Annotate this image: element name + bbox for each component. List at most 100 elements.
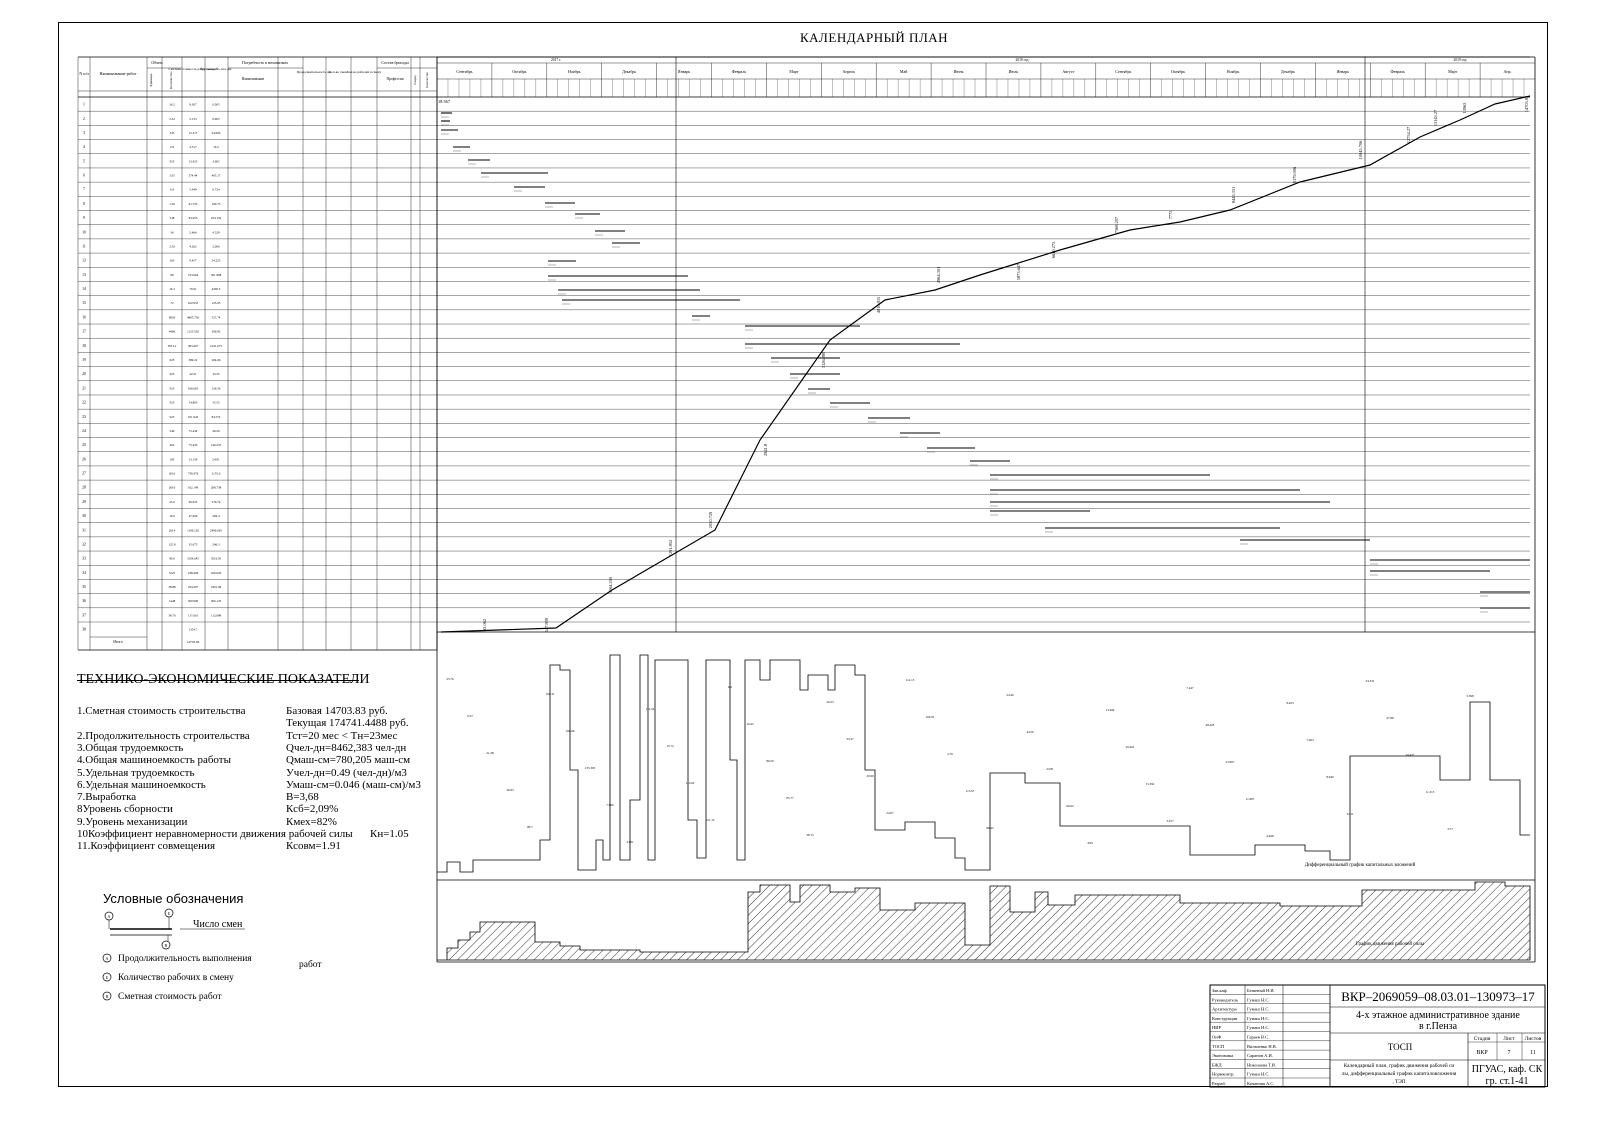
header-volume: Объем	[151, 60, 163, 65]
row-qty: 2.9	[170, 145, 174, 149]
stamp-role: Архитектура	[1212, 1007, 1237, 1012]
cashflow-value-label: 54.331	[1366, 679, 1375, 683]
stamp-name: Бешеный Н.И.	[1247, 988, 1275, 993]
cashflow-value-label: 44.59	[1026, 730, 1034, 734]
cashflow-value-label: 29.477	[1406, 753, 1415, 757]
row-number: 18	[82, 344, 86, 348]
month-label: Февраль	[1391, 69, 1406, 74]
stamp-org: ПГУАС, каф. СК	[1472, 1064, 1543, 1075]
stamp-group: гр. ст.1-41	[1486, 1076, 1529, 1087]
row-labor: 1041.675	[210, 344, 222, 348]
row-labor: 266.4	[212, 514, 220, 518]
row-qty: 335	[170, 131, 175, 135]
row-cost: 35.675	[189, 542, 198, 546]
row-cost: 560.900	[188, 599, 199, 603]
legend-marker-b-text: Б	[168, 911, 171, 916]
row-labor: 35.55	[212, 401, 220, 405]
row-qty: 925	[170, 401, 175, 405]
cashflow-value-label: 4.468	[1266, 834, 1274, 838]
stamp-role: БЖД	[1212, 1062, 1222, 1067]
cashflow-value-label: 47.88	[1386, 716, 1394, 720]
row-number: 28	[82, 486, 86, 490]
month-label: Январь	[1337, 69, 1349, 74]
stamp-project: 4-х этажное административное здание	[1356, 1010, 1520, 1021]
row-number: 36	[82, 599, 86, 603]
row-number: 8	[83, 202, 85, 206]
legend-title: Условные обозначения	[103, 891, 244, 906]
row-qty: 72	[170, 301, 174, 305]
row-number: 29	[82, 500, 86, 504]
cumulative-value-label: 8443.331	[1231, 187, 1236, 203]
row-cost: 389.22	[189, 358, 198, 362]
legend-item-marker-text: В	[106, 994, 109, 999]
stamp-name: Гумаш Н.С.	[1247, 1072, 1270, 1077]
row-labor: 0.005	[212, 117, 220, 121]
cashflow-value-label: 80.7	[527, 825, 533, 829]
stamp-sheets: 11	[1530, 1050, 1536, 1056]
stamp-name: Саранов А.И.	[1247, 1053, 1273, 1058]
row-cost: 4805.730	[187, 315, 199, 319]
row-qty: 3031.2	[168, 344, 177, 348]
row-labor: 3.005	[212, 159, 220, 163]
row-qty: 925	[170, 372, 175, 376]
stamp-sheet-title: , ТЭП	[1392, 1079, 1405, 1085]
row-labor: 301.908	[211, 273, 222, 277]
row-cost: 14.865	[189, 401, 198, 405]
row-labor: 16.5	[213, 145, 219, 149]
month-label: Октябрь	[512, 69, 526, 74]
row-number: 31	[82, 528, 86, 532]
month-label: Декабрь	[1281, 69, 1295, 74]
row-qty: 25.6	[169, 500, 175, 504]
row-number: 6	[83, 174, 85, 178]
year-label: 2017 г.	[551, 58, 561, 62]
tep-item-label: 4.Общая машиноемкость работы	[77, 754, 231, 767]
row-labor: 4.529	[212, 230, 220, 234]
month-label: Июнь	[954, 69, 964, 74]
row-labor: 126.56	[212, 386, 221, 390]
month-label: Май	[900, 69, 908, 74]
row-cost: 69.625	[189, 500, 198, 504]
header-work: Наименование работ	[99, 71, 136, 76]
row-number: 5	[83, 159, 85, 163]
cashflow-value-label: 7.247	[1186, 686, 1194, 690]
row-cost: 374.44	[189, 174, 198, 178]
stamp-role: Руководитель	[1212, 997, 1238, 1002]
cashflow-value-label: 11.315	[1426, 790, 1435, 794]
header-rank: Разряд	[413, 75, 417, 85]
stamp-role: НИР	[1212, 1025, 1221, 1030]
row-cost: 9.457	[189, 259, 197, 263]
cumulative-value-label: 63.062	[482, 619, 487, 631]
tep-item-label: 3.Общая трудоемкость	[77, 741, 184, 754]
row-labor: 2.006	[212, 244, 220, 248]
cashflow-value-label: 23.76	[446, 677, 454, 681]
header-machine-name: Наименование	[242, 77, 265, 81]
row-labor: 125.95	[212, 301, 221, 305]
row-number: 23	[82, 415, 86, 419]
cumulative-value-label: 18.567	[438, 99, 451, 104]
cashflow-value-label: 38.15	[806, 833, 814, 837]
cashflow-value-label: 23.967	[1226, 760, 1235, 764]
row-cost: 47.626	[189, 514, 198, 518]
row-labor: 34.225	[212, 259, 221, 263]
cumulative-value-label: 2050.729	[708, 511, 713, 528]
row-qty: 89	[170, 273, 174, 277]
stamp-role: Экономика	[1212, 1053, 1233, 1058]
cashflow-value-label: 100.91	[926, 715, 935, 719]
row-labor: 226.056	[211, 571, 222, 575]
stamp-location: в г.Пенза	[1419, 1021, 1458, 1032]
stamp-role: Конструкции	[1212, 1016, 1238, 1021]
cashflow-value-label: 24.46	[1006, 693, 1014, 697]
stamp-frame	[1209, 984, 1546, 1088]
month-label: Август	[1062, 69, 1074, 74]
stamp-role: ОиФ	[1212, 1035, 1222, 1040]
row-number: 2	[83, 117, 85, 121]
row-cost: 13.425	[189, 159, 198, 163]
stamp-name: Гумаш Н.С.	[1247, 1007, 1270, 1012]
row-cost: 4.262	[189, 244, 197, 248]
cashflow-value-label: 13.494	[1106, 708, 1115, 712]
month-label: Апр.	[1504, 69, 1512, 74]
row-number: 20	[82, 372, 86, 376]
row-labor: 0.005	[212, 103, 220, 107]
tep-item-value: Умаш-см=0.046 (маш-см)/м3	[286, 778, 421, 791]
header-count: Количество	[425, 72, 429, 88]
